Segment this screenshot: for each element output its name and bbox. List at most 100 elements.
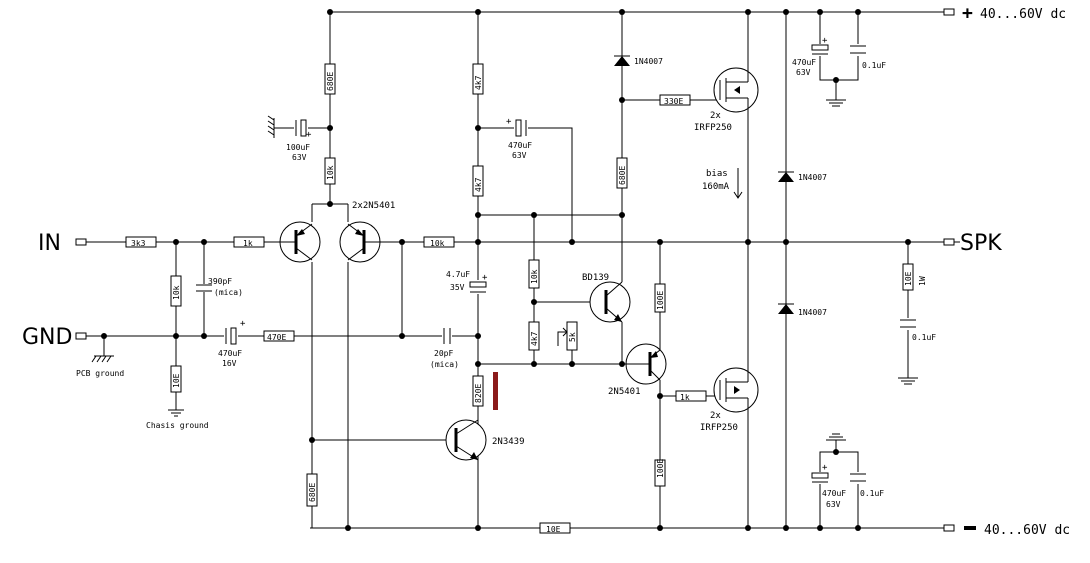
- capacitor-100uf: +: [294, 119, 312, 140]
- resistor-4k7-vbe: [528, 321, 540, 351]
- resistor-10k-fb: [423, 236, 455, 248]
- capacitor-20pf: [442, 328, 452, 344]
- hatched-ground-icon: [267, 115, 275, 138]
- vpos-label: 40...60V dc: [980, 7, 1066, 22]
- svg-text:+: +: [822, 463, 828, 473]
- resistor-10e-bottom: [539, 522, 571, 534]
- junction: [657, 393, 663, 399]
- pcb-ground-icon: [91, 355, 114, 363]
- junction: [475, 361, 481, 367]
- capacitor-0-1uf-bottom: [850, 472, 866, 484]
- resistor-470e-label: 470E: [267, 333, 286, 342]
- capacitor-4-7uf: +: [469, 273, 488, 294]
- svg-text:+: +: [240, 319, 246, 329]
- junction: [327, 201, 333, 207]
- capacitor-470uf-top-voltage: 63V: [796, 68, 811, 77]
- chassis-ground-icon: [168, 409, 184, 417]
- resistor-680e-bottom-label: 680E: [308, 483, 317, 502]
- resistor-1k-bot-label: 100E: [656, 459, 665, 478]
- resistor-820e: [472, 375, 484, 407]
- junction: [531, 361, 537, 367]
- junction: [327, 9, 333, 15]
- svg-text:+: +: [482, 273, 488, 283]
- capacitor-0-1uf-bottom-value: 0.1uF: [860, 489, 884, 498]
- resistor-10k-fb-label: 10k: [430, 239, 445, 248]
- junction: [399, 239, 405, 245]
- pcb-ground-label: PCB ground: [76, 369, 124, 378]
- junction: [475, 212, 481, 218]
- junction: [327, 125, 333, 131]
- capacitor-470uf-in-voltage: 16V: [222, 359, 237, 368]
- supply-top-ground-icon: [826, 99, 846, 107]
- junction: [531, 299, 537, 305]
- bd139-label: BD139: [582, 273, 609, 283]
- junction: [345, 525, 351, 531]
- resistor-680e-gate-label: 680E: [618, 166, 627, 185]
- resistor-1w-label: 1W: [918, 276, 927, 286]
- mosfet-bottom: [713, 367, 759, 413]
- resistor-5k-pot-label: 5k: [568, 332, 577, 342]
- resistor-680e-gate: [616, 157, 628, 189]
- capacitor-470uf-bottom-value: 470uF: [822, 489, 846, 498]
- svg-text:+: +: [306, 130, 312, 140]
- resistor-1k-in-label: 1k: [243, 239, 253, 248]
- transistor-bd139: [589, 281, 631, 323]
- diode-top: [614, 55, 630, 66]
- capacitor-100uf-voltage: 63V: [292, 153, 307, 162]
- capacitor-470uf-in: +: [224, 319, 246, 345]
- spk-terminal: [943, 238, 955, 246]
- resistor-1k-bot: [654, 459, 666, 487]
- resistor-5k-pot: [566, 321, 578, 351]
- resistor-10k-in-label: 10k: [172, 285, 181, 300]
- junction: [745, 239, 751, 245]
- junction: [201, 239, 207, 245]
- junction: [619, 97, 625, 103]
- terminals: IN GND SPK + 40...60V dc 40...60V dc: [22, 3, 1070, 538]
- junction: [569, 239, 575, 245]
- wires: [84, 11, 960, 529]
- capacitor-20pf-note: (mica): [430, 360, 459, 369]
- junction: [783, 9, 789, 15]
- junction: [399, 333, 405, 339]
- pot-wiper: [557, 331, 567, 346]
- capacitor-470uf-bottom-voltage: 63V: [826, 500, 841, 509]
- diode-mid: [778, 171, 794, 182]
- junction: [619, 212, 625, 218]
- capacitor-470uf-in-value: 470uF: [218, 349, 242, 358]
- capacitor-470uf-top-value: 470uF: [792, 58, 816, 67]
- transistor-q1: [264, 221, 321, 263]
- junction: [905, 239, 911, 245]
- resistor-330e: [654, 283, 666, 313]
- junction: [745, 525, 751, 531]
- mosfet-bottom-qty: 2x: [710, 411, 721, 421]
- bias-annotation: bias 160mA: [702, 168, 743, 199]
- vpos-sign: +: [962, 3, 973, 24]
- capacitor-470uf-bootstrap-voltage: 63V: [512, 151, 527, 160]
- junction: [855, 9, 861, 15]
- resistor-10e-zobel-label: 10E: [904, 271, 913, 286]
- resistor-680e-top-label: 680E: [326, 72, 335, 91]
- transistor-q2: [339, 221, 381, 263]
- grounds: PCB ground Chasis ground: [76, 99, 918, 441]
- capacitor-390pf-value: 390pF: [208, 277, 232, 286]
- resistor-10e-chassis: [170, 365, 182, 393]
- vneg-sign: [964, 526, 976, 530]
- resistor-10k-in: [170, 275, 182, 307]
- resistor-4k7-vbe-label: 4k7: [530, 331, 539, 346]
- bias-label: bias: [706, 169, 728, 179]
- resistor-10k-lt: [324, 157, 336, 185]
- junction: [475, 125, 481, 131]
- capacitor-0-1uf-top-value: 0.1uF: [862, 61, 886, 70]
- vneg-terminal: [943, 524, 955, 532]
- bias-value: 160mA: [702, 182, 730, 192]
- junction: [569, 361, 575, 367]
- junction: [817, 9, 823, 15]
- junction: [475, 9, 481, 15]
- junction: [619, 9, 625, 15]
- transistor-driver: [622, 343, 667, 385]
- diodes: 1N4007 1N4007 1N4007: [614, 55, 827, 317]
- diode-mid-label: 1N4007: [798, 173, 827, 182]
- capacitor-470uf-bootstrap: +: [506, 117, 528, 137]
- junction: [817, 525, 823, 531]
- capacitor-4-7uf-voltage: 35V: [450, 283, 465, 292]
